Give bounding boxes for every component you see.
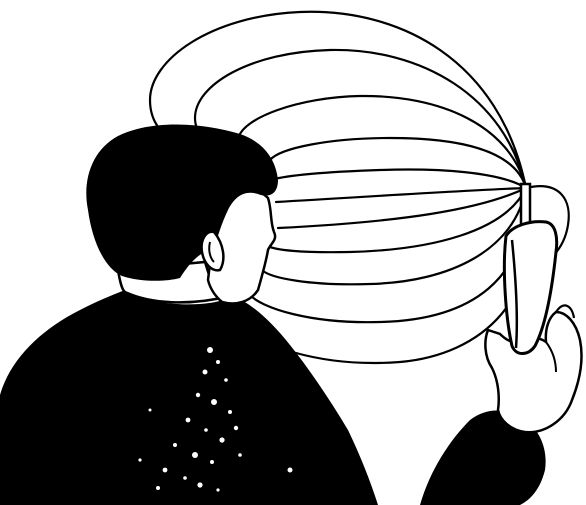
man-silhouette bbox=[0, 125, 378, 505]
field-line bbox=[250, 188, 526, 322]
field-line bbox=[268, 188, 526, 252]
field-line bbox=[270, 170, 526, 188]
jacket bbox=[0, 290, 378, 505]
field-line bbox=[276, 188, 526, 202]
field-line bbox=[270, 138, 526, 188]
hand bbox=[420, 305, 582, 505]
